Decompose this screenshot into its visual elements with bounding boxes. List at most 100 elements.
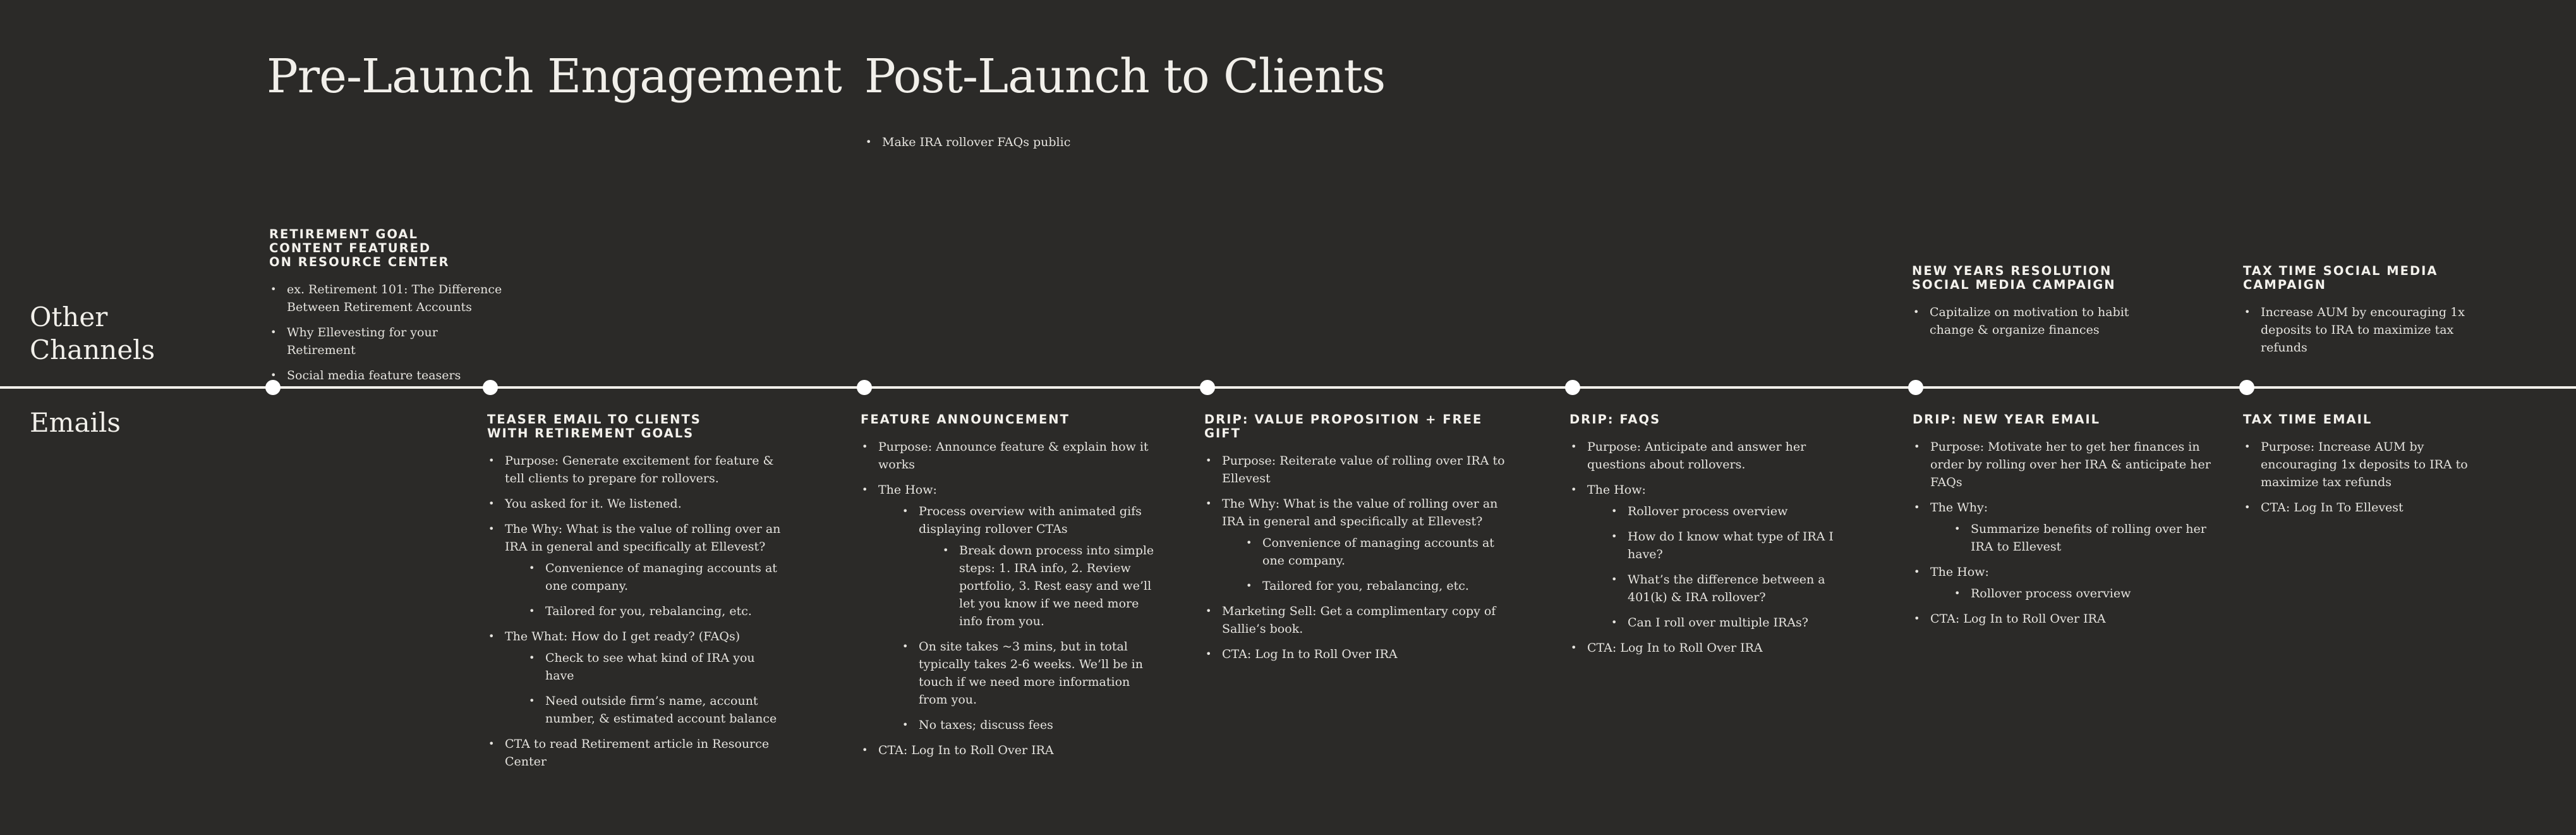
teaser-email-list: Purpose: Generate excitement for feature…	[487, 452, 784, 771]
list-item: The How: Rollover process overview	[1913, 563, 2216, 602]
list-item-text: Process overview with animated gifs disp…	[919, 504, 1142, 536]
new-year-email-list: Purpose: Motivate her to get her finance…	[1913, 438, 2216, 628]
list-item: ex. Retirement 101: The Difference Betwe…	[269, 281, 509, 316]
title-line: DRIP: FAQS	[1569, 412, 1661, 427]
list-item-text: The How:	[1930, 565, 1989, 579]
title-line: RETIREMENT GOAL	[269, 227, 418, 241]
timeline-node-faqs	[1565, 380, 1580, 395]
list-item-text: The Why:	[1930, 501, 1988, 515]
faqs-title: DRIP: FAQS	[1569, 413, 1866, 427]
bullet-list: Purpose: Increase AUM by encouraging 1x …	[2243, 438, 2477, 516]
list-item-text: Tailored for you, rebalancing, etc.	[545, 604, 752, 618]
list-item-text: Convenience of managing accounts at one …	[1262, 536, 1494, 568]
list-item: The Why: What is the value of rolling ov…	[487, 520, 784, 620]
list-item: Purpose: Motivate her to get her finance…	[1913, 438, 2216, 491]
feature-announcement-title: FEATURE ANNOUNCEMENT	[861, 413, 1158, 427]
sub-list-item: Convenience of managing accounts at one …	[528, 559, 784, 595]
title-line: TAX TIME EMAIL	[2243, 412, 2373, 427]
sub-list-item: Rollover process overview	[1953, 585, 2216, 602]
list-item-text: You asked for it. We listened.	[505, 497, 682, 511]
list-item-text: Purpose: Generate excitement for feature…	[505, 454, 774, 485]
tax-time-social-title: TAX TIME SOCIAL MEDIA CAMPAIGN	[2243, 264, 2477, 292]
sub-list-item: No taxes; discuss fees	[901, 716, 1158, 734]
list-item: The Why: Summarize benefits of rolling ov…	[1913, 499, 2216, 556]
faqs-list: Purpose: Anticipate and answer her quest…	[1569, 438, 1866, 657]
list-item: Purpose: Generate excitement for feature…	[487, 452, 784, 487]
new-year-email-title: DRIP: NEW YEAR EMAIL	[1913, 413, 2216, 427]
pre-launch-heading: Pre-Launch Engagement	[267, 49, 842, 104]
sub-bullet-list: Convenience of managing accounts at one …	[505, 559, 784, 620]
title-line: NEW YEARS RESOLUTION	[1912, 264, 2112, 278]
list-item: Social media feature teasers	[269, 367, 509, 384]
new-years-campaign-list: Capitalize on motivation to habit change…	[1912, 303, 2146, 339]
retirement-goal-title: RETIREMENT GOAL CONTENT FEATURED ON RESO…	[269, 228, 509, 269]
bullet-list: Purpose: Motivate her to get her finance…	[1913, 438, 2216, 628]
list-item-text: CTA: Log In to Roll Over IRA	[1930, 612, 2106, 626]
list-item: Purpose: Anticipate and answer her quest…	[1569, 438, 1866, 473]
list-item: CTA: Log In to Roll Over IRA	[1204, 645, 1508, 663]
new-years-campaign-block: NEW YEARS RESOLUTION SOCIAL MEDIA CAMPAI…	[1912, 264, 2146, 346]
value-prop-list: Purpose: Reiterate value of rolling over…	[1204, 452, 1508, 663]
timeline-line	[0, 386, 2576, 389]
list-item-text: CTA to read Retirement article in Resour…	[505, 737, 770, 769]
list-item-text: Can I roll over multiple IRAs?	[1628, 616, 1808, 630]
list-item-text: Purpose: Announce feature & explain how …	[878, 440, 1149, 472]
title-line: TEASER EMAIL TO CLIENTS	[487, 412, 701, 427]
sub-bullet-list: Convenience of managing accounts at one …	[1222, 534, 1508, 595]
bullet-list: Purpose: Reiterate value of rolling over…	[1204, 452, 1508, 663]
list-item: Capitalize on motivation to habit change…	[1912, 303, 2146, 339]
teaser-email-title: TEASER EMAIL TO CLIENTS WITH RETIREMENT …	[487, 413, 784, 441]
list-item: Purpose: Increase AUM by encouraging 1x …	[2243, 438, 2477, 491]
tax-time-email-block: TAX TIME EMAIL Purpose: Increase AUM by …	[2243, 413, 2477, 524]
list-item-text: How do I know what type of IRA I have?	[1628, 530, 1834, 561]
list-item-text: CTA: Log In to Roll Over IRA	[1222, 647, 1398, 661]
list-item-text: On site takes ~3 mins, but in total typi…	[919, 640, 1143, 707]
bullet-list: Purpose: Anticipate and answer her quest…	[1569, 438, 1866, 657]
tax-time-email-list: Purpose: Increase AUM by encouraging 1x …	[2243, 438, 2477, 516]
list-item-text: Purpose: Reiterate value of rolling over…	[1222, 454, 1505, 485]
other-channels-label-line1: Other	[30, 302, 108, 332]
list-item: CTA to read Retirement article in Resour…	[487, 735, 784, 771]
list-item: The How:Process overview with animated g…	[861, 481, 1158, 734]
tax-time-social-list: Increase AUM by encouraging 1x deposits …	[2243, 303, 2477, 357]
list-item-text: Tailored for you, rebalancing, etc.	[1262, 579, 1469, 593]
sub-bullet-list: Rollover process overview	[1930, 585, 2216, 602]
list-item-text: Summarize benefits of rolling over her I…	[1971, 522, 2206, 554]
list-item: The What: How do I get ready? (FAQs)Chec…	[487, 628, 784, 728]
sub-bullet-list: Process overview with animated gifs disp…	[878, 503, 1158, 734]
list-item: You asked for it. We listened.	[487, 495, 784, 513]
list-item: Marketing Sell: Get a complimentary copy…	[1204, 602, 1508, 638]
sub-list-item: Break down process into simple steps: 1.…	[941, 542, 1158, 630]
timeline-node-tax-time	[2239, 380, 2254, 395]
list-item: Increase AUM by encouraging 1x deposits …	[2243, 303, 2477, 357]
list-item-text: Convenience of managing accounts at one …	[545, 561, 777, 593]
title-line: SOCIAL MEDIA CAMPAIGN	[1912, 277, 2116, 292]
list-item-text: The Why: What is the value of rolling ov…	[1222, 497, 1498, 528]
list-item-text: Rollover process overview	[1628, 504, 1788, 518]
list-item: The How: Rollover process overviewHow do …	[1569, 481, 1866, 631]
list-item-text: The How:	[1587, 483, 1646, 497]
sub-list-item: Can I roll over multiple IRAs?	[1610, 614, 1866, 631]
list-item-text: The Why: What is the value of rolling ov…	[505, 522, 781, 554]
list-item: Purpose: Announce feature & explain how …	[861, 438, 1158, 473]
sub-bullet-list: Break down process into simple steps: 1.…	[919, 542, 1158, 630]
sub-bullet-list: Summarize benefits of rolling over her I…	[1930, 520, 2216, 556]
list-item: CTA: Log In to Roll Over IRA	[861, 741, 1158, 759]
tax-time-social-block: TAX TIME SOCIAL MEDIA CAMPAIGN Increase …	[2243, 264, 2477, 364]
list-item: CTA: Log In To Ellevest	[2243, 499, 2477, 516]
retirement-goal-block: RETIREMENT GOAL CONTENT FEATURED ON RESO…	[269, 228, 509, 392]
post-launch-notes: Make IRA rollover FAQs public	[864, 133, 1180, 159]
title-line: CONTENT FEATURED	[269, 241, 432, 255]
other-channels-label-line2: Channels	[30, 334, 155, 365]
sub-bullet-list: Rollover process overviewHow do I know w…	[1587, 503, 1866, 631]
title-line: ON RESOURCE CENTER	[269, 255, 450, 269]
sub-list-item: Need outside firm’s name, account number…	[528, 692, 784, 728]
timeline-node-value-prop	[1200, 380, 1215, 395]
value-prop-title: DRIP: VALUE PROPOSITION + FREE GIFT	[1204, 413, 1508, 441]
title-line: TAX TIME SOCIAL MEDIA	[2243, 264, 2438, 278]
list-item-text: CTA: Log In To Ellevest	[2261, 501, 2404, 515]
timeline-node-feature	[857, 380, 872, 395]
post-launch-heading: Post-Launch to Clients	[864, 49, 1386, 104]
new-years-campaign-title: NEW YEARS RESOLUTION SOCIAL MEDIA CAMPAI…	[1912, 264, 2146, 292]
list-item-text: Marketing Sell: Get a complimentary copy…	[1222, 604, 1496, 636]
